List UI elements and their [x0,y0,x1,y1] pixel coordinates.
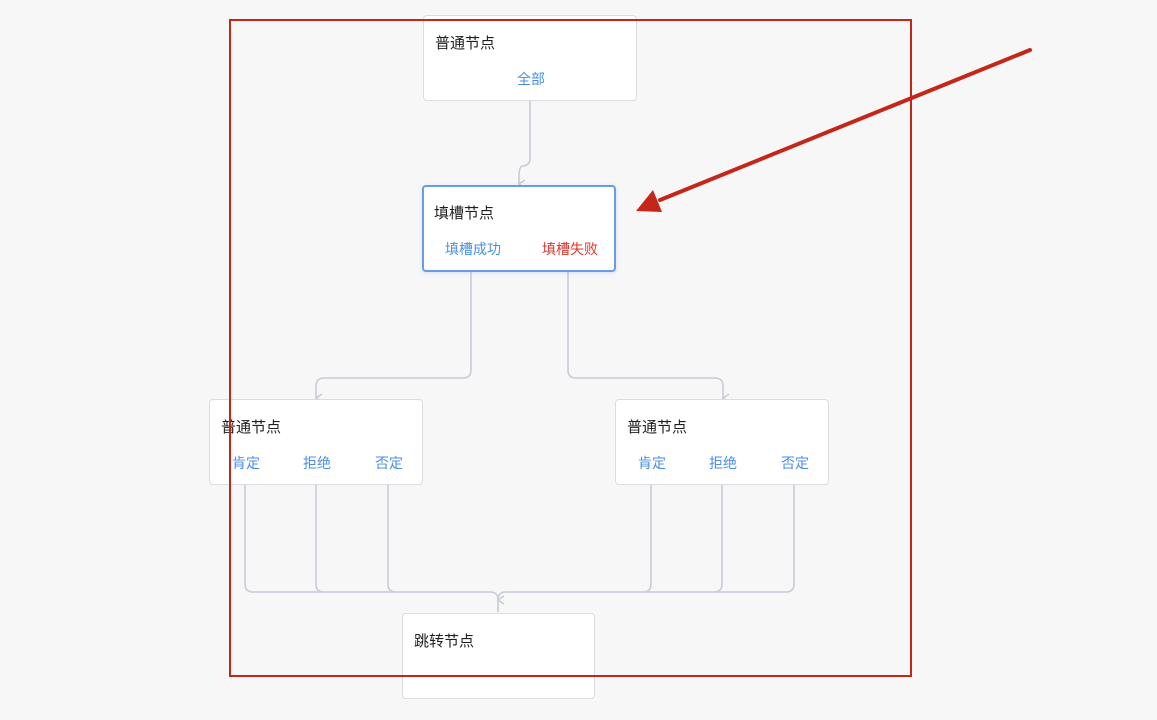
node-normal-top[interactable]: 普通节点 全部 [423,15,637,101]
connector-top-to-slot [517,100,531,189]
connector-slot-fail-to-right [567,271,730,403]
connector-merge-to-jump [490,592,506,612]
connector-left-deny [387,485,397,593]
branch-slot-fail[interactable]: 填槽失败 [542,242,598,258]
node-title: 填槽节点 [434,204,495,222]
node-title: 普通节点 [435,34,496,52]
branch-affirm[interactable]: 肯定 [232,456,260,472]
connector-slot-success-to-left [314,271,472,403]
node-jump[interactable]: 跳转节点 [402,613,595,699]
branch-all[interactable]: 全部 [517,72,545,88]
branch-affirm[interactable]: 肯定 [638,456,666,472]
connector-right-deny [506,485,795,593]
connector-right-affirm [642,485,652,593]
connector-left-reject [315,485,325,593]
node-title: 普通节点 [221,418,282,436]
branch-deny[interactable]: 否定 [375,456,403,472]
branch-reject[interactable]: 拒绝 [303,456,331,472]
node-normal-left[interactable]: 普通节点 肯定 拒绝 否定 [209,399,423,485]
node-title: 跳转节点 [414,632,475,650]
node-slot-filling[interactable]: 填槽节点 填槽成功 填槽失败 [422,185,616,272]
connector-left-affirm [244,485,490,593]
branch-deny[interactable]: 否定 [781,456,809,472]
node-normal-right[interactable]: 普通节点 肯定 拒绝 否定 [615,399,829,485]
node-title: 普通节点 [627,418,688,436]
branch-reject[interactable]: 拒绝 [709,456,737,472]
connector-right-reject [713,485,723,593]
branch-slot-success[interactable]: 填槽成功 [445,242,501,258]
